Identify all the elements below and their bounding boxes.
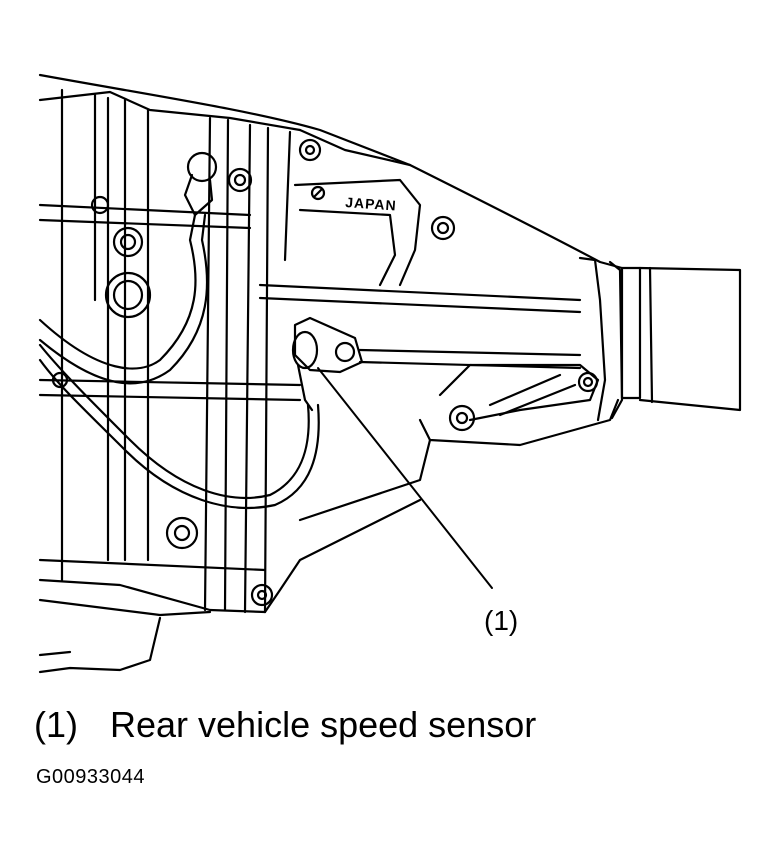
bolt-icon	[112, 226, 144, 258]
legend-item: (1) Rear vehicle speed sensor	[34, 700, 536, 750]
bolt-icon	[430, 215, 456, 241]
bolt-icon	[250, 583, 274, 607]
stamp-pad	[293, 178, 422, 287]
figure-id: G00933044	[36, 766, 146, 788]
legend-item-text: Rear vehicle speed sensor	[110, 704, 537, 745]
upper-connector	[38, 151, 218, 385]
case-outline	[38, 73, 624, 674]
plug-icon	[104, 271, 152, 319]
speed-sensor	[38, 316, 364, 509]
bolt-icon	[165, 516, 199, 550]
case-rods	[258, 283, 582, 370]
bolt-icon	[298, 138, 322, 162]
casting-stamp: JAPAN	[345, 194, 397, 214]
mount-bracket	[438, 363, 600, 432]
extension-housing	[578, 256, 742, 422]
transmission-drawing: JAPAN (1)	[38, 73, 742, 674]
case-ribs	[38, 88, 302, 614]
callout-label-1: (1)	[484, 605, 518, 636]
bolts	[51, 138, 456, 607]
bolt-icon	[227, 167, 253, 193]
callout-leader-1	[317, 367, 493, 589]
legend: (1) Rear vehicle speed sensor	[34, 700, 536, 750]
legend-item-number: (1)	[34, 704, 78, 745]
